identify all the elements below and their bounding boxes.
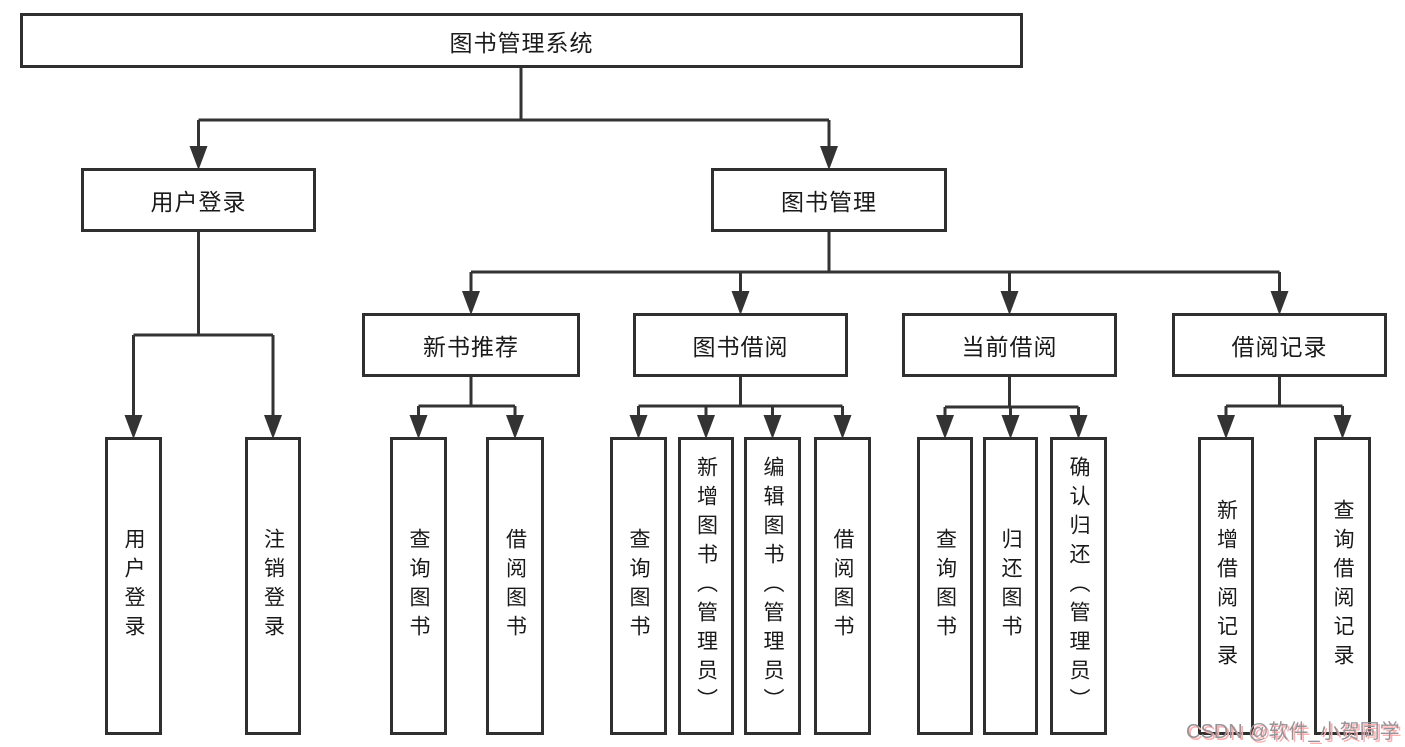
leaf-borrow-books: 借阅图书 xyxy=(814,437,871,735)
leaf-label: 查询图书 xyxy=(407,528,430,644)
leaf-label: 借阅图书 xyxy=(503,528,527,644)
leaf-add-book-admin: 新增图书（管理员） xyxy=(678,437,734,735)
node-book-borrow: 图书借阅 xyxy=(633,313,848,377)
node-label: 图书管理 xyxy=(781,189,877,215)
node-label: 新书推荐 xyxy=(423,334,519,360)
leaf-edit-book-admin: 编辑图书（管理员） xyxy=(744,437,801,735)
leaf-label: 借阅图书 xyxy=(831,528,854,644)
leaf-query-books-borrow: 查询图书 xyxy=(610,437,667,735)
leaf-label: 查询图书 xyxy=(627,528,650,644)
node-label: 用户登录 xyxy=(150,189,247,215)
leaf-add-borrow-record: 新增借阅记录 xyxy=(1198,437,1254,735)
leaf-logout: 注销登录 xyxy=(245,437,301,735)
leaf-label: 编辑图书（管理员） xyxy=(761,455,784,717)
leaf-label: 归还图书 xyxy=(999,528,1022,644)
leaf-label: 查询借阅记录 xyxy=(1331,499,1354,673)
leaf-user-login: 用户登录 xyxy=(105,437,162,735)
node-label: 借阅记录 xyxy=(1231,334,1328,360)
node-borrow-records: 借阅记录 xyxy=(1172,313,1387,377)
node-system-root: 图书管理系统 xyxy=(20,13,1023,68)
node-label: 当前借阅 xyxy=(961,334,1058,360)
watermark: CSDN @软件_小贺同学 xyxy=(1186,721,1400,743)
node-current-borrow: 当前借阅 xyxy=(902,313,1117,377)
leaf-label: 确认归还（管理员） xyxy=(1067,455,1090,717)
leaf-return-books: 归还图书 xyxy=(983,437,1038,735)
leaf-label: 用户登录 xyxy=(122,528,145,644)
leaf-query-books-current: 查询图书 xyxy=(917,437,973,735)
leaf-label: 查询图书 xyxy=(933,528,957,644)
leaf-borrow-books-newbook: 借阅图书 xyxy=(486,437,544,735)
arrowhead-icons xyxy=(124,146,1352,439)
leaf-query-books-newbook: 查询图书 xyxy=(390,437,447,735)
leaf-label: 新增借阅记录 xyxy=(1214,499,1238,673)
node-label: 图书管理系统 xyxy=(449,29,594,56)
node-new-book-recommend: 新书推荐 xyxy=(362,313,580,377)
leaf-label: 注销登录 xyxy=(261,528,285,644)
leaf-query-borrow-record: 查询借阅记录 xyxy=(1314,437,1371,735)
leaf-confirm-return-admin: 确认归还（管理员） xyxy=(1050,437,1107,735)
node-user-login: 用户登录 xyxy=(81,168,316,232)
node-label: 图书借阅 xyxy=(692,334,789,360)
leaf-label: 新增图书（管理员） xyxy=(694,455,718,717)
node-book-management: 图书管理 xyxy=(711,168,947,232)
